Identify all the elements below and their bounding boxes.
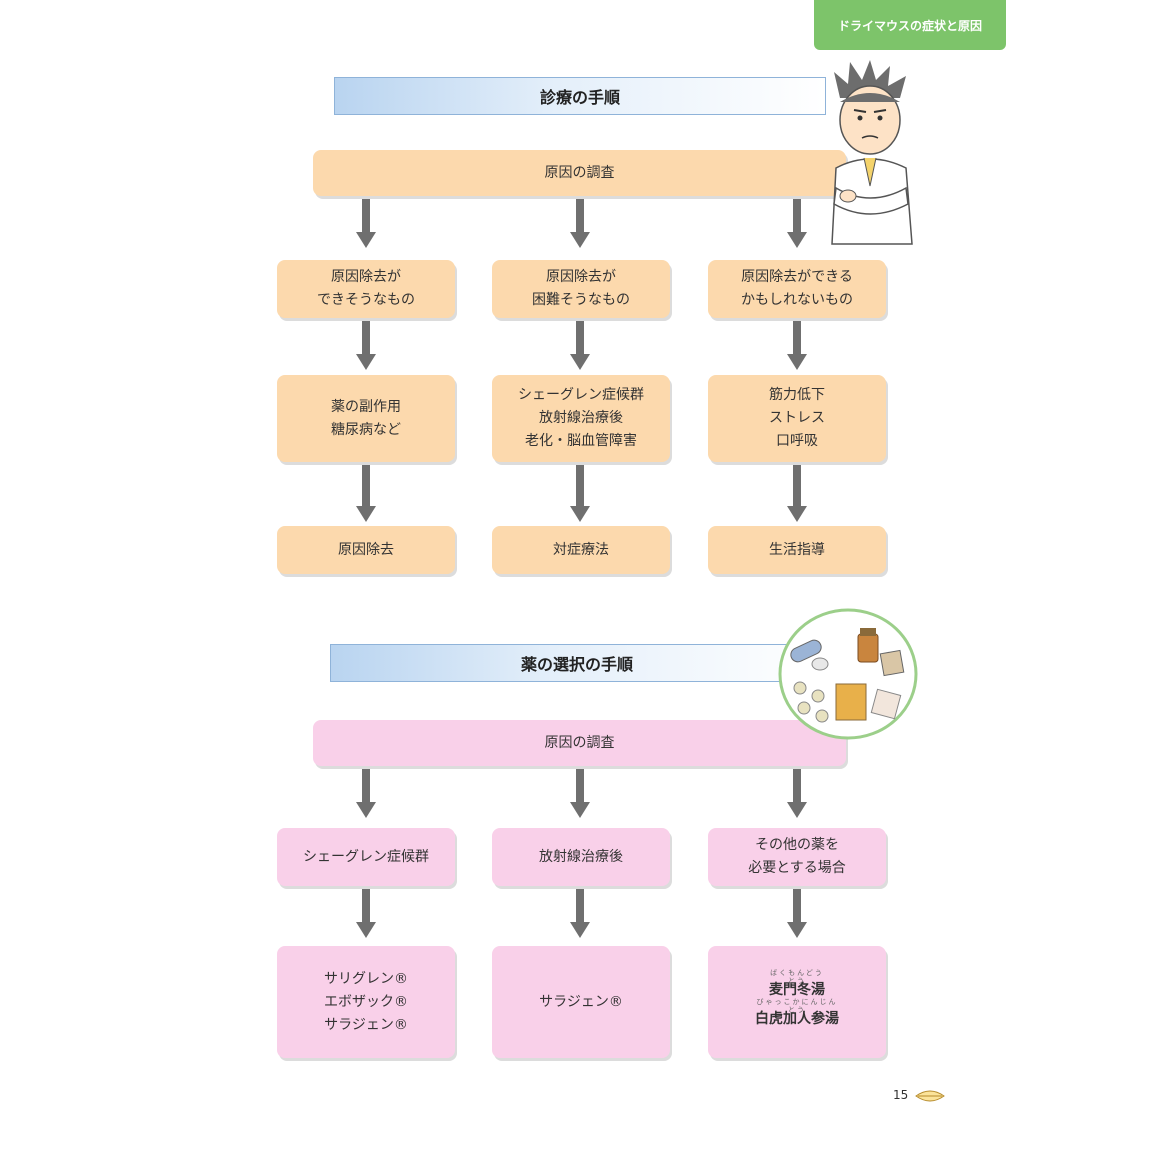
flow-box: 原因除去ができるかもしれないもの [708,260,886,318]
flow-box: シェーグレン症候群放射線治療後老化・脳血管障害 [492,375,670,462]
arrow [787,462,807,522]
flow-box: 原因除去が困難そうなもの [492,260,670,318]
arrow [570,886,590,938]
arrow [570,196,590,248]
section-title-diagnosis: 診療の手順 [334,77,826,115]
flow-box: 原因除去ができそうなもの [277,260,455,318]
flow-box: シェーグレン症候群 [277,828,455,886]
arrow [787,886,807,938]
arrow [787,766,807,818]
arrow [356,196,376,248]
arrow [787,318,807,370]
arrow [570,766,590,818]
arrow [570,462,590,522]
arrow [356,766,376,818]
flow-box: ばくもんどうとう麦門冬湯 びゃっこかにんじんとう白虎加人参湯 [708,946,886,1058]
arrow [356,318,376,370]
page-number: 15 [893,1088,909,1102]
flow-box: サラジェン® [492,946,670,1058]
medicine-illustration [778,608,918,740]
flow-box: サリグレン®エボザック®サラジェン® [277,946,455,1058]
arrow [570,318,590,370]
root-box-diagnosis: 原因の調査 [313,150,846,196]
chapter-tab: ドライマウスの症状と原因 [814,0,1006,50]
section-title-medicine: 薬の選択の手順 [330,644,824,682]
flow-box: 筋力低下ストレス口呼吸 [708,375,886,462]
flow-box: 薬の副作用糖尿病など [277,375,455,462]
flow-box: 対症療法 [492,526,670,574]
arrow [356,886,376,938]
doctor-illustration [831,60,913,245]
flow-box: 放射線治療後 [492,828,670,886]
flow-box: その他の薬を必要とする場合 [708,828,886,886]
arrow [356,462,376,522]
flow-box: 生活指導 [708,526,886,574]
root-box-medicine: 原因の調査 [313,720,846,766]
flow-box: 原因除去 [277,526,455,574]
lips-icon [915,1090,945,1102]
arrow [787,196,807,248]
